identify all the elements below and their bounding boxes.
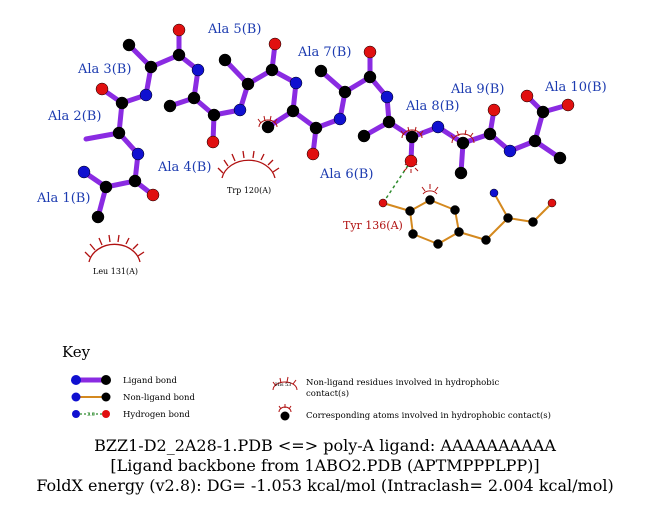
label-ala8: Ala 8(B): [405, 99, 459, 114]
key-nonligand-bond: Non-ligand bond: [71, 392, 195, 403]
hydrophobic-arc-leu131: [84, 234, 145, 263]
key-nonligand-residues: His 53 Non-ligand residues involved in h…: [272, 376, 499, 399]
label-ala2: Ala 2(B): [47, 109, 101, 124]
label-ala3: Ala 3(B): [77, 62, 131, 77]
key-his-label: His 53: [275, 382, 291, 388]
hydrogen-bond: [382, 160, 412, 204]
label-ala9: Ala 9(B): [450, 82, 504, 97]
key-hbond-distance: 3.0: [87, 412, 95, 418]
key-nonligand-bond-label: Non-ligand bond: [123, 393, 195, 403]
key-hydrogen-bond: 3.0 Hydrogen bond: [72, 410, 191, 420]
caption: BZZ1-D2_2A28-1.PDB <=> poly-A ligand: AA…: [36, 436, 613, 495]
label-ala6: Ala 6(B): [319, 167, 373, 182]
label-trp120: Trp 120(A): [227, 186, 271, 195]
label-leu131: Leu 131(A): [93, 267, 138, 276]
caption-line2: [Ligand backbone from 1ABO2.PDB (APTMPPP…: [110, 456, 539, 475]
residue-labels: Ala 1(B) Ala 2(B) Ala 3(B) Ala 4(B) Ala …: [36, 22, 607, 276]
label-ala7: Ala 7(B): [297, 45, 351, 60]
ligand-atoms: [77, 23, 575, 224]
label-tyr136: Tyr 136(A): [343, 219, 403, 232]
caption-line1: BZZ1-D2_2A28-1.PDB <=> poly-A ligand: AA…: [94, 436, 556, 455]
label-ala4: Ala 4(B): [157, 160, 211, 175]
key-corresponding-atoms-label: Corresponding atoms involved in hydropho…: [306, 410, 551, 421]
label-ala1: Ala 1(B): [36, 191, 90, 206]
key-title: Key: [62, 343, 91, 361]
caption-line3: FoldX energy (v2.8): DG= -1.053 kcal/mol…: [36, 476, 613, 495]
key-corresponding-atoms: Corresponding atoms involved in hydropho…: [278, 404, 551, 421]
tyr136-atoms: [378, 188, 557, 249]
label-ala5: Ala 5(B): [207, 22, 261, 37]
tyr136-bonds: [382, 192, 553, 245]
contact-spikes: [257, 115, 475, 195]
key-hydrogen-bond-label: Hydrogen bond: [123, 410, 191, 420]
key-ligand-bond: Ligand bond: [71, 375, 178, 386]
key-nonligand-residues-line2: contact(s): [306, 388, 349, 399]
key-nonligand-residues-line1: Non-ligand residues involved in hydropho…: [306, 378, 499, 388]
hydrophobic-arc-trp120: [217, 150, 280, 179]
key: Key Ligand bond Non-ligand bond 3.0 Hydr…: [62, 343, 551, 421]
label-ala10: Ala 10(B): [544, 80, 607, 95]
key-ligand-bond-label: Ligand bond: [123, 376, 178, 386]
